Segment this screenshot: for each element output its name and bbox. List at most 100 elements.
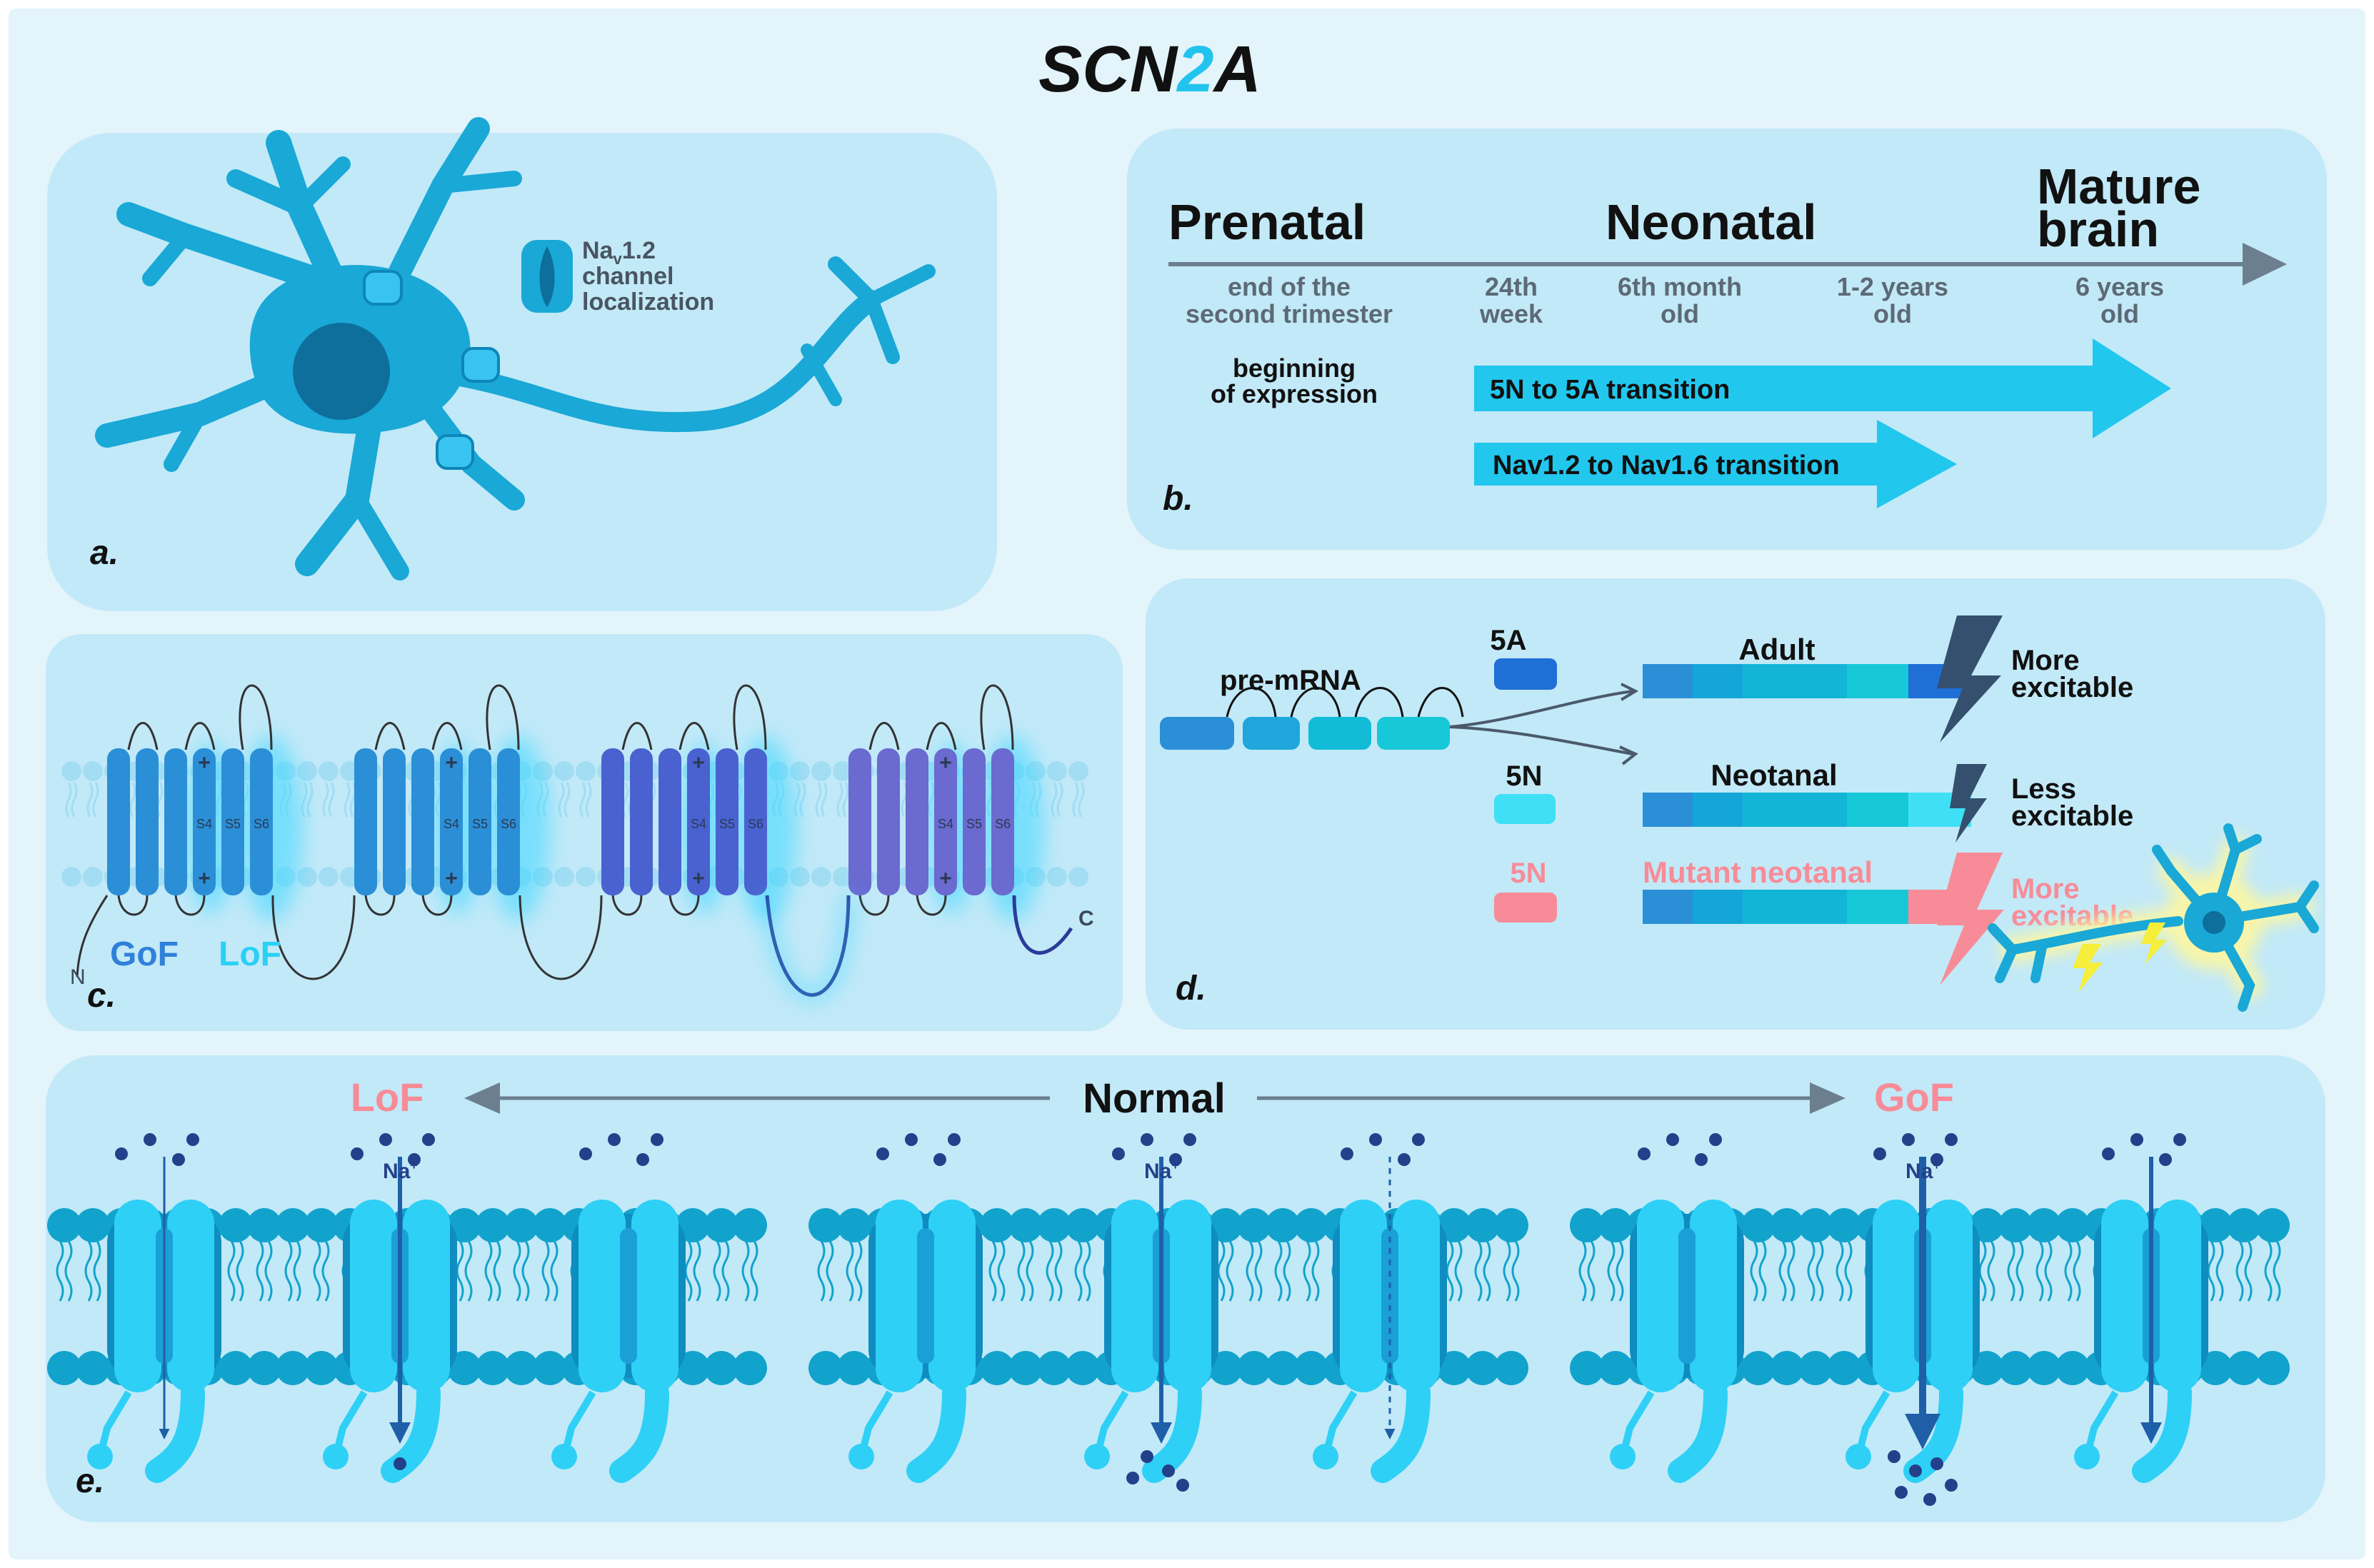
sodium-channel	[87, 1133, 221, 1483]
charge-label: +	[692, 867, 705, 890]
panel-label-b: b.	[1163, 480, 1193, 518]
sodium-ion	[379, 1133, 392, 1146]
figure-title: SCN2A	[1038, 33, 1261, 106]
more-excitable-mutant-line1: More	[2011, 873, 2080, 905]
expression-line1: beginning	[1233, 353, 1356, 383]
transition-arrow-nav-label: Nav1.2 to Nav1.6 transition	[1493, 451, 1840, 481]
sodium-ion	[1909, 1464, 1922, 1477]
charge-label: +	[198, 751, 211, 775]
transmembrane-segment	[107, 748, 130, 895]
sodium-ion	[1141, 1133, 1153, 1146]
transmembrane-segment	[963, 748, 986, 895]
transmembrane-segment	[193, 748, 216, 895]
sodium-ion	[1369, 1133, 1382, 1146]
segment-label: S6	[254, 817, 269, 831]
n-terminus: N	[70, 965, 86, 989]
sodium-ion	[1341, 1147, 1353, 1160]
segment-label: S4	[196, 817, 212, 831]
transmembrane-segment	[497, 748, 520, 895]
transmembrane-segment	[906, 748, 928, 895]
sodium-ion	[394, 1457, 406, 1470]
sodium-ion	[905, 1133, 918, 1146]
sodium-ion	[144, 1133, 156, 1146]
sodium-channel: Na+	[1084, 1133, 1218, 1492]
transmembrane-segment	[383, 748, 406, 895]
gof-heading: GoF	[1874, 1075, 1954, 1120]
segment-label: S4	[444, 817, 459, 831]
transition-arrow-5n-5a-label: 5N to 5A transition	[1490, 375, 1730, 405]
transmembrane-segment	[991, 748, 1014, 895]
panel-e: LoF Normal GoF Na+Na+Na+ e.	[46, 1055, 2325, 1522]
c-terminus: C	[1078, 907, 1094, 930]
transmembrane-segment	[164, 748, 187, 895]
sodium-channel	[1610, 1133, 1744, 1483]
sodium-ion	[1412, 1133, 1425, 1146]
panel-label-e: e.	[76, 1462, 104, 1500]
sodium-ion	[651, 1133, 663, 1146]
transition-arrow-5n-5a	[1474, 338, 2171, 438]
timeline-arrowhead	[2243, 243, 2287, 286]
sodium-ion	[422, 1133, 435, 1146]
gof-membrane: Na+	[1570, 1133, 2290, 1506]
tick-label-2b: week	[1479, 299, 1543, 328]
splice-arrow-neonatal	[1449, 725, 1633, 755]
sodium-ion	[1945, 1133, 1958, 1146]
segment-label: S4	[938, 817, 953, 831]
tick-label-4b: old	[1873, 299, 1912, 328]
tick-label-5b: old	[2100, 299, 2139, 328]
panel-b: Prenatal Neonatal Mature brain end of th…	[1127, 129, 2327, 550]
mutant-transcript	[1643, 890, 1971, 924]
exon-5n-mutant-label: 5N	[1510, 858, 1546, 889]
sodium-ion	[1162, 1464, 1175, 1477]
less-excitable-line1: Less	[2011, 773, 2076, 805]
sodium-ion	[1183, 1133, 1196, 1146]
stage-mature-line2: brain	[2037, 201, 2159, 257]
segment-label: S4	[691, 817, 706, 831]
tick-label-3b: old	[1661, 299, 1699, 328]
sodium-ion	[1709, 1133, 1722, 1146]
mutant-neotanal-label: Mutant neotanal	[1643, 855, 1873, 889]
sodium-ion	[2130, 1133, 2143, 1146]
sodium-ion	[933, 1153, 946, 1166]
lightning-small-icon	[1950, 764, 1987, 843]
channel-icon	[363, 270, 500, 470]
sodium-ion	[948, 1133, 961, 1146]
channel-legend-icon	[521, 240, 573, 313]
segment-label: S5	[472, 817, 488, 831]
transmembrane-segment	[630, 748, 653, 895]
tick-label-5a: 6 years	[2075, 272, 2164, 301]
transmembrane-segment	[848, 748, 871, 895]
exon-5a-label: 5A	[1490, 625, 1526, 656]
sodium-ion	[1126, 1472, 1139, 1484]
transmembrane-segment	[687, 748, 710, 895]
segment-label: S6	[501, 817, 516, 831]
transmembrane-segment	[440, 748, 463, 895]
sodium-ion	[608, 1133, 621, 1146]
transmembrane-segment	[601, 748, 624, 895]
stage-prenatal: Prenatal	[1168, 194, 1366, 250]
segment-label: S5	[966, 817, 982, 831]
panel-d: pre-mRNA 5A 5N 5N	[1146, 578, 2325, 1030]
transition-arrow-nav	[1474, 420, 1957, 508]
transmembrane-segment	[934, 748, 957, 895]
more-excitable-line1: More	[2011, 645, 2080, 676]
exon-5n-box	[1494, 794, 1556, 824]
sodium-ion	[1902, 1133, 1915, 1146]
panel-a: Nav1.2 channel localization a.	[47, 117, 997, 611]
panel-label-d: d.	[1176, 970, 1206, 1007]
legend-gof: GoF	[110, 935, 179, 973]
tick-label-1b: second trimester	[1186, 299, 1393, 328]
neuron-illustration	[95, 117, 936, 581]
exon-5n-mutant-box	[1494, 893, 1557, 923]
sodium-channel: Na+	[1845, 1133, 1980, 1506]
sodium-ion	[1666, 1133, 1679, 1146]
sodium-ion	[1176, 1479, 1189, 1492]
sodium-ion	[1112, 1147, 1125, 1160]
sodium-ion	[579, 1147, 592, 1160]
sodium-ion	[1398, 1153, 1411, 1166]
charge-label: +	[939, 751, 952, 775]
less-excitable-line2: excitable	[2011, 800, 2133, 832]
